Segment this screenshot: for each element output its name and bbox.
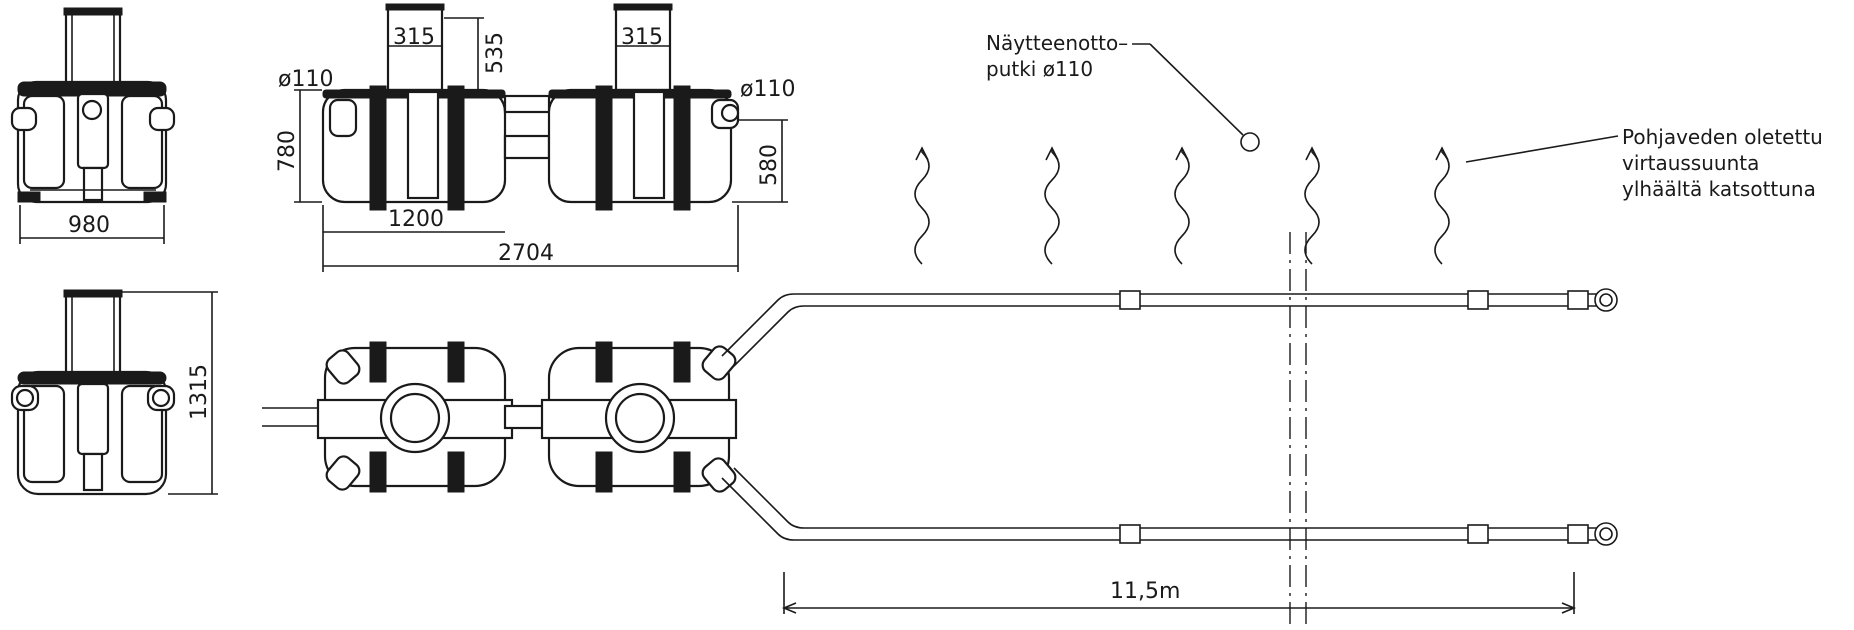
dim-580-label: 580 [757,144,782,186]
pipe-joint [1467,290,1489,310]
groundwater-callout: Pohjaveden oletettu virtaussuunta ylhääl… [1465,125,1823,201]
pipe-joint [1567,524,1589,544]
groundwater-flow-arrows [914,146,1450,265]
dim-110-left-label: ø110 [278,67,333,92]
flow-arrow [1304,146,1320,265]
dimension-315-left: 315 [393,25,435,50]
tanks-plan-view [262,341,738,493]
dim-980-label: 980 [68,213,110,238]
pipe-joint [1119,524,1141,544]
infiltration-pipe-lower [721,467,1618,546]
dimension-1315: 1315 [122,291,218,495]
groundwater-label-line3: ylhäältä katsottuna [1622,177,1816,201]
dimension-110-left: ø110 [278,67,333,92]
dim-315-right-label: 315 [621,25,663,50]
dimension-535: 535 [444,17,508,90]
infiltration-pipe-upper [721,288,1618,367]
dimension-580: 580 [732,119,788,203]
dimension-780: 780 [275,89,322,203]
dim-11-5m-label: 11,5m [1110,579,1180,604]
sample-pipe-marker [1240,132,1260,152]
dim-315-left-label: 315 [393,25,435,50]
dimension-110-right: ø110 [740,77,795,102]
tanks-elevation [321,3,740,211]
groundwater-label-line1: Pohjaveden oletettu [1622,125,1823,149]
tank-side-view [10,289,176,496]
flow-arrow [1044,146,1060,265]
dim-1315-label: 1315 [187,364,212,420]
dimension-2704: 2704 [322,205,739,272]
flow-arrow [1434,146,1450,265]
dim-110-right-label: ø110 [740,77,795,102]
dim-780-label: 780 [275,130,300,172]
sample-pipe-label-line1: Näytteenotto– [986,31,1128,55]
dim-2704-label: 2704 [498,241,554,266]
sample-pipe-callout: Näytteenotto– putki ø110 [986,31,1260,152]
tank-front-view [10,7,176,204]
pipe-joint [1467,524,1489,544]
flow-arrow [914,146,930,265]
pipe-joint [1119,290,1141,310]
sample-pipe-label-line2: putki ø110 [986,57,1093,81]
dimension-980: 980 [19,205,165,244]
dimension-1200: 1200 [323,207,505,233]
flow-arrow [1174,146,1190,265]
dim-1200-label: 1200 [388,207,444,232]
break-line [1289,232,1307,630]
pipe-joint [1567,290,1589,310]
dimension-11-5m: 11,5m [781,572,1577,614]
dim-535-label: 535 [483,32,508,74]
dimension-315-right: 315 [621,25,663,50]
groundwater-label-line2: virtaussuunta [1622,151,1759,175]
